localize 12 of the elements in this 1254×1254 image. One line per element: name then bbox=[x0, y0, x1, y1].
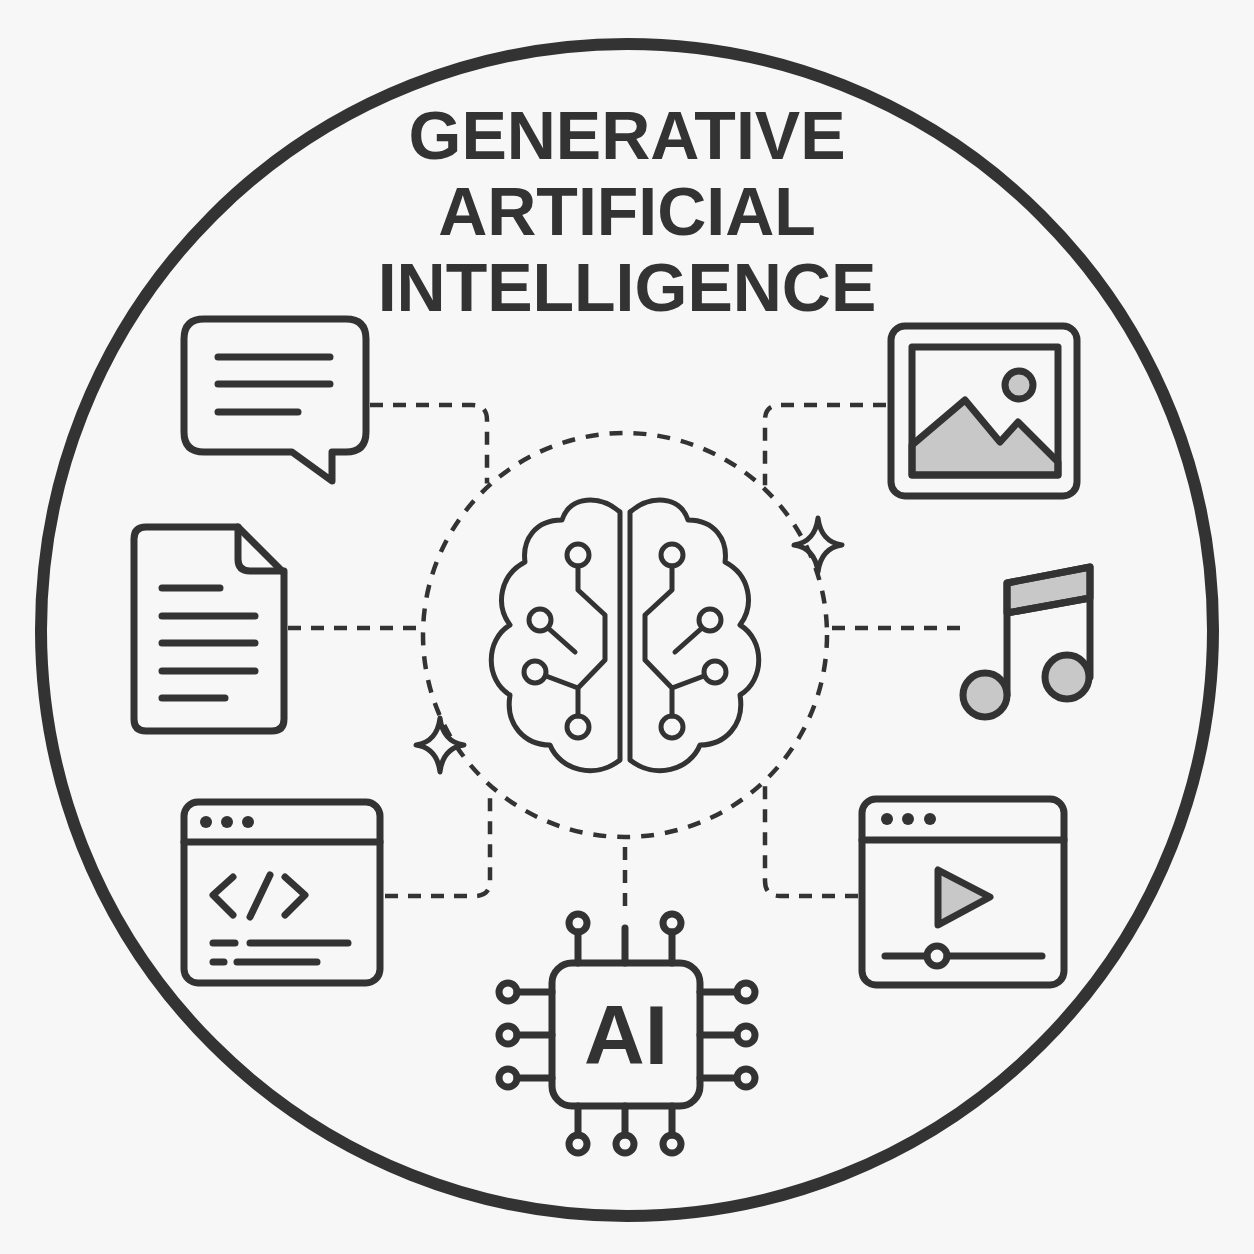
speech-bubble-icon bbox=[180, 315, 370, 485]
dashed-connector bbox=[370, 402, 490, 484]
music-note-icon bbox=[960, 562, 1097, 722]
dashed-connector bbox=[762, 784, 858, 899]
dashed-connector bbox=[829, 625, 960, 631]
code-window-icon bbox=[180, 798, 385, 988]
landscape-picture-icon bbox=[886, 321, 1082, 501]
video-player-icon bbox=[858, 795, 1068, 989]
dashed-connector bbox=[762, 402, 886, 486]
document-icon bbox=[130, 523, 288, 735]
diagram-title: GENERATIVE ARTIFICIAL INTELLIGENCE bbox=[376, 97, 878, 325]
chip-label: AI bbox=[584, 993, 668, 1077]
